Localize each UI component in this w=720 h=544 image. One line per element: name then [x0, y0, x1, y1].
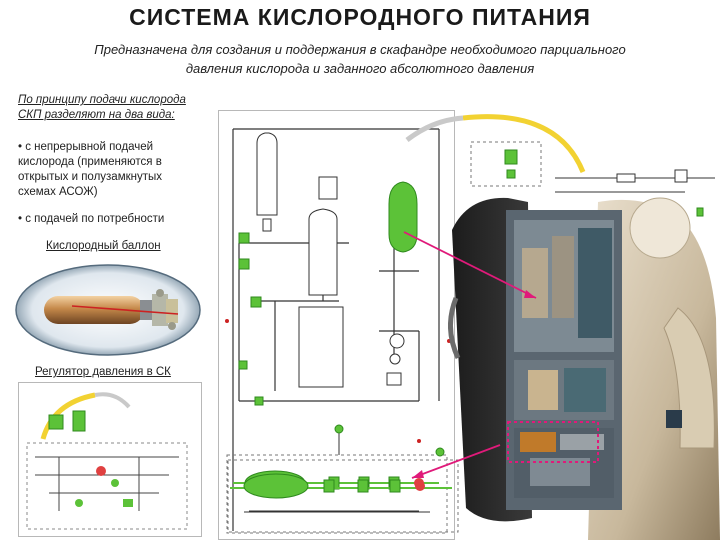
pressure-regulator-schematic: [18, 382, 202, 537]
lead-line-1: По принципу подачи кислорода: [18, 94, 186, 106]
cylinder-caption: Кислородный баллон: [46, 240, 161, 252]
regulator-caption: Регулятор давления в СК: [35, 366, 171, 378]
subtitle-line-2: давления кислорода и заданного абсолютно…: [185, 61, 535, 76]
bullet-continuous-supply: • с непрерывной подачей кислорода (приме…: [18, 141, 163, 198]
page-subtitle: Предназначена для создания и поддержания…: [20, 40, 700, 78]
subtitle-line-1: Предназначена для создания и поддержания…: [94, 42, 626, 57]
lower-detail-schematic: [227, 447, 459, 533]
oxygen-cylinder-image: [15, 264, 201, 356]
bullet-demand-supply: • с подачей по потребности: [18, 213, 165, 225]
page-title: СИСТЕМА КИСЛОРОДНОГО ПИТАНИЯ: [129, 4, 591, 30]
spacesuit-backpack-image: [448, 197, 720, 540]
lead-line-2: СКП разделяют на два вида:: [18, 109, 175, 121]
classification-lead: По принципу подачи кислорода СКП разделя…: [18, 93, 218, 123]
regulator-detail-schematic: [388, 114, 715, 253]
